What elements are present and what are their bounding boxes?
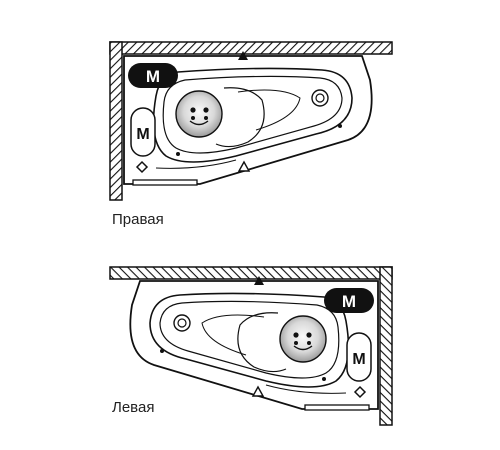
diagram-left: M M Левая [109,266,393,426]
motor-badge-left [324,288,374,313]
side-control-label: M [136,126,149,143]
motor-badge-label: M [146,67,160,86]
side-control-label: M [352,351,365,368]
motor-badge-label: M [342,292,356,311]
motor-badge-right [128,63,178,88]
diagram-label-right: Правая [112,211,164,228]
diagram-right: M M Правая [109,41,393,228]
diagram-label-left: Левая [112,399,154,416]
